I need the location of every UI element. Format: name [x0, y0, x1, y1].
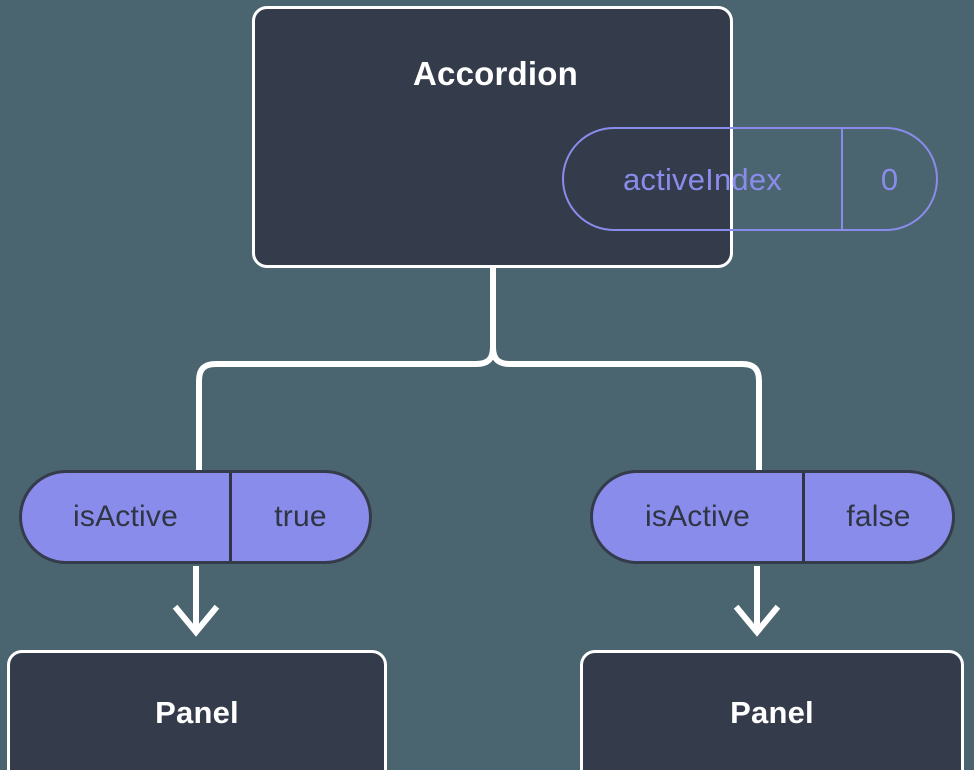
panel-node-title: Panel [730, 695, 814, 730]
prop-badge-is-active-false[interactable]: isActive false [590, 470, 955, 564]
down-arrow-icon-left [172, 566, 220, 637]
prop-badge-value: false [846, 500, 911, 533]
tree-connector-trunk-right [490, 344, 513, 367]
tree-branch-right [507, 361, 762, 473]
state-badge-value: 0 [880, 161, 899, 197]
state-badge-active-index[interactable]: activeIndex 0 [562, 127, 938, 231]
tree-connector-trunk [473, 263, 496, 367]
tree-branch-left [196, 361, 479, 473]
accordion-node-title: Accordion [413, 55, 578, 92]
state-badge-key: activeIndex [564, 129, 843, 229]
prop-badge-key: isActive [593, 473, 805, 561]
prop-badge-value: true [274, 500, 327, 533]
panel-node-right[interactable]: Panel [580, 650, 964, 770]
panel-node-title: Panel [155, 695, 239, 730]
panel-node-left[interactable]: Panel [7, 650, 387, 770]
prop-badge-is-active-true[interactable]: isActive true [19, 470, 372, 564]
prop-badge-key: isActive [22, 473, 232, 561]
down-arrow-icon-right [733, 566, 781, 637]
accordion-node[interactable]: Accordion activeIndex 0 [252, 6, 938, 268]
